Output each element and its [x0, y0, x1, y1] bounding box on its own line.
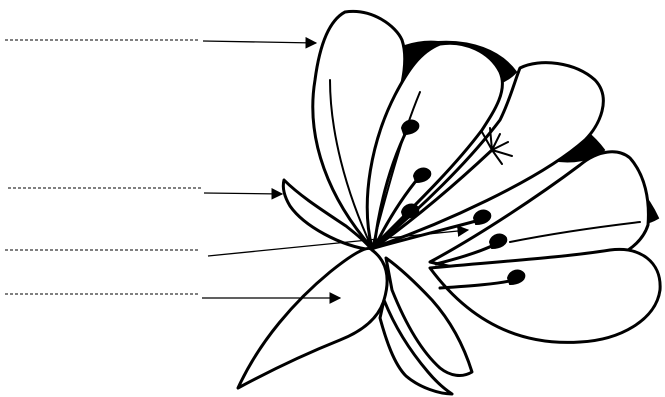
label-1-arrow: [203, 41, 316, 43]
sepal-lower-large: [238, 248, 387, 388]
petals: [238, 11, 660, 394]
anther: [474, 211, 490, 224]
label-2-arrow: [204, 193, 282, 194]
petal-right-lower: [430, 249, 660, 342]
